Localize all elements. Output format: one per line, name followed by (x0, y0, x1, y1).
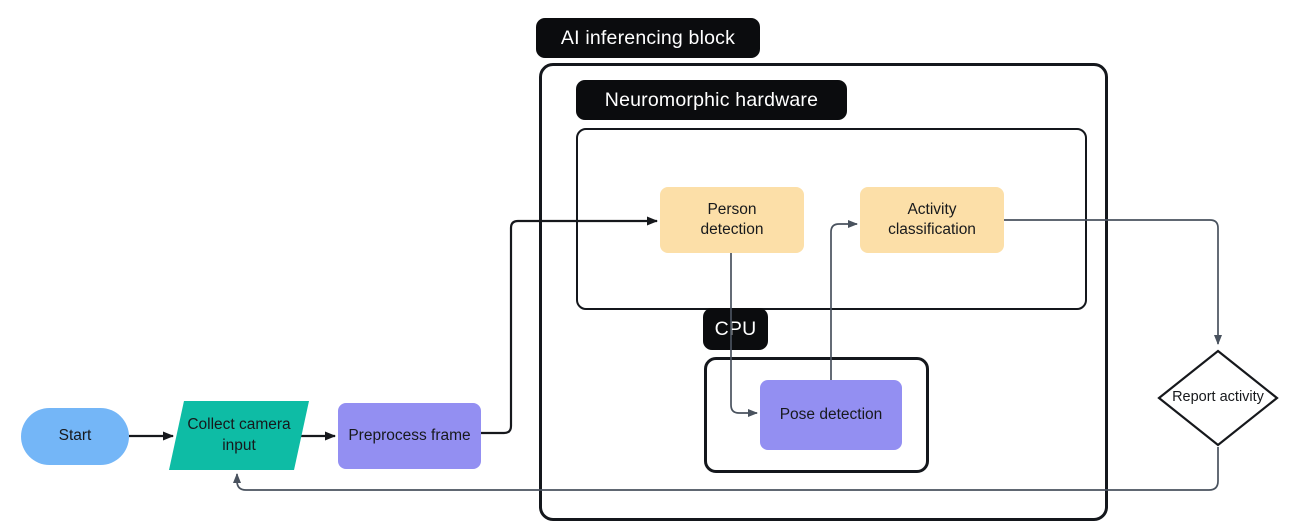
start-node-label: Start (58, 427, 92, 445)
preprocess-frame-label: Preprocess frame (348, 426, 471, 444)
neuromorphic-hardware-container (576, 128, 1087, 310)
activity-classification-node: Activity classification (860, 187, 1004, 253)
person-detection-node: Person detection (660, 187, 804, 253)
collect-camera-input-label: Collect camera input (187, 416, 291, 454)
cpu-label: CPU (703, 308, 768, 350)
start-node: Start (21, 408, 129, 465)
decision-diamond-shape (1157, 349, 1279, 447)
report-activity-node: Report activity (1157, 349, 1279, 447)
activity-classification-label: Activity classification (888, 200, 976, 238)
pose-detection-node: Pose detection (760, 380, 902, 450)
person-detection-label: Person detection (700, 200, 764, 238)
neuromorphic-hardware-label: Neuromorphic hardware (576, 80, 847, 120)
ai-inferencing-block-label: AI inferencing block (536, 18, 760, 58)
pose-detection-label: Pose detection (779, 405, 883, 423)
report-activity-label: Report activity (1172, 389, 1264, 406)
collect-camera-input-node: Collect camera input (169, 401, 309, 470)
preprocess-frame-node: Preprocess frame (338, 403, 481, 469)
